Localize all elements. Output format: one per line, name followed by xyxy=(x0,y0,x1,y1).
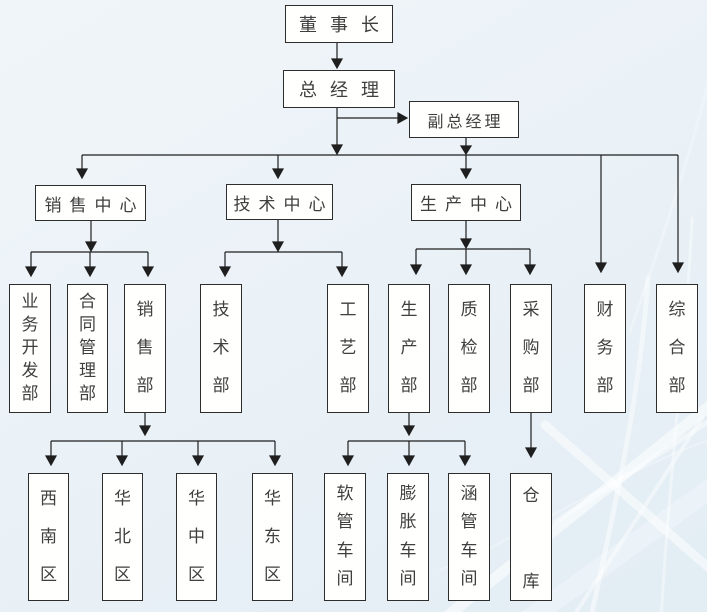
org-node-north-china-region: 华北区 xyxy=(102,473,143,601)
org-node-general-manager: 总经理 xyxy=(283,70,395,108)
org-node-east-china-region: 华东区 xyxy=(252,473,293,601)
org-node-technology-dept: 技术部 xyxy=(200,284,242,413)
org-node-chairman-label: 董事长 xyxy=(299,15,392,36)
org-node-central-china-region: 华中区 xyxy=(176,473,217,601)
org-node-general-manager-label: 总经理 xyxy=(299,80,392,101)
org-node-finance-dept: 财务部 xyxy=(584,284,626,413)
org-node-deputy-general-manager-label: 副总经理 xyxy=(427,111,504,131)
org-node-business-development-dept: 业务开发部 xyxy=(9,284,51,413)
org-node-southwest-region: 西南区 xyxy=(28,473,69,601)
org-node-general-affairs-dept: 综合部 xyxy=(656,284,698,413)
org-node-purchasing-dept: 采购部 xyxy=(510,284,552,413)
org-node-sales-center-label: 销售中心 xyxy=(44,195,145,216)
org-node-hose-workshop: 软管车间 xyxy=(324,473,366,601)
org-node-process-dept: 工艺部 xyxy=(327,284,369,413)
org-node-contract-management-dept: 合同管理部 xyxy=(67,284,108,413)
org-node-expansion-workshop: 膨胀车间 xyxy=(387,473,429,601)
org-node-sales-center: 销售中心 xyxy=(35,185,146,221)
org-node-culvert-pipe-workshop: 涵管车间 xyxy=(448,473,490,601)
org-node-production-center: 生产中心 xyxy=(411,184,521,221)
org-node-sales-dept: 销售部 xyxy=(124,284,166,413)
org-node-technology-center: 技术中心 xyxy=(226,184,333,220)
org-node-technology-center-label: 技术中心 xyxy=(233,194,334,215)
org-node-production-center-label: 生产中心 xyxy=(420,195,520,215)
org-node-production-dept: 生产部 xyxy=(388,284,430,413)
org-node-chairman: 董事长 xyxy=(285,5,393,43)
org-node-deputy-general-manager: 副总经理 xyxy=(409,101,519,138)
org-node-quality-inspection-dept: 质检部 xyxy=(448,284,490,413)
org-node-warehouse: 仓库 xyxy=(510,473,552,601)
